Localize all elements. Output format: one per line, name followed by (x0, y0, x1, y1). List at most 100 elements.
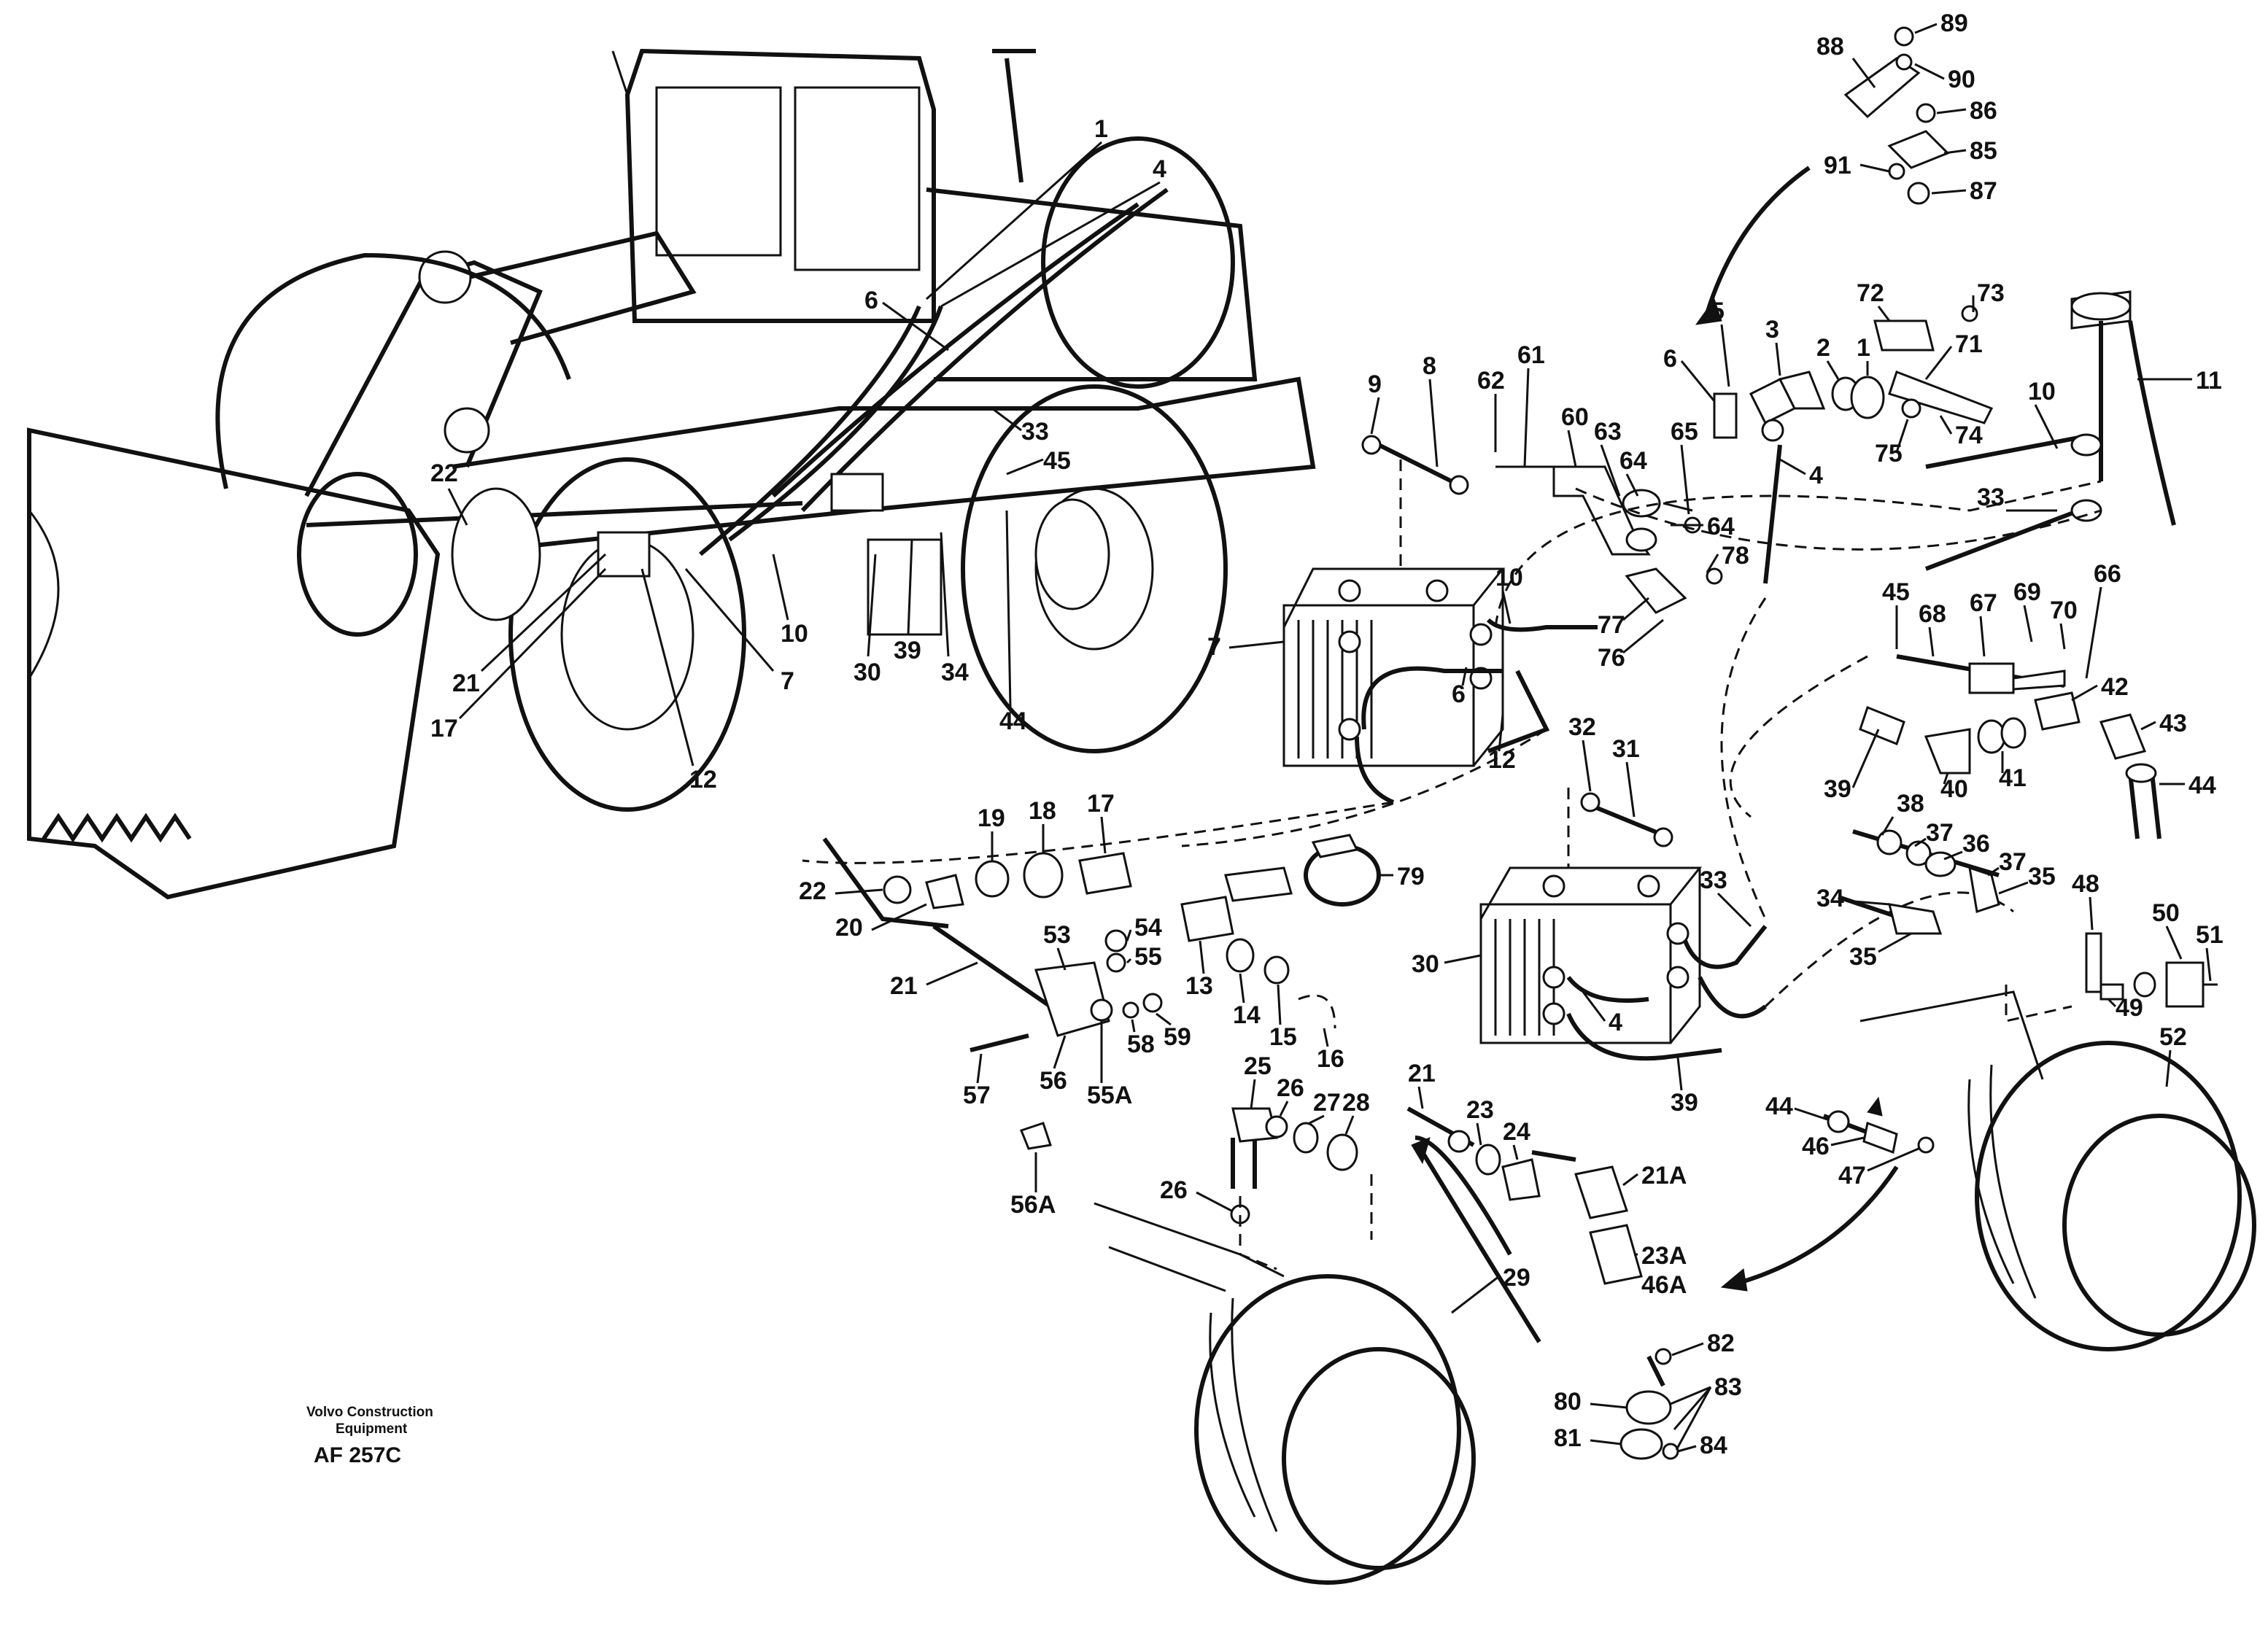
callout-39c: 39 (1671, 1089, 1698, 1117)
callout-65: 65 (1671, 418, 1698, 446)
callout-11: 11 (2196, 367, 2222, 395)
callout-33c: 33 (1700, 866, 1727, 894)
callout-74: 74 (1955, 422, 1983, 449)
callout-4c: 4 (1609, 1009, 1622, 1036)
callout-3: 3 (1765, 316, 1779, 344)
callout-21A: 21A (1641, 1162, 1687, 1189)
drawing-credit: Volvo Construction Equipment AF 257C (306, 1405, 433, 1467)
manufacturer-name: Volvo Construction (306, 1405, 433, 1420)
callout-52: 52 (2159, 1023, 2187, 1051)
callout-49: 49 (2116, 994, 2143, 1022)
callout-33b: 33 (1977, 484, 2005, 511)
callout-46A: 46A (1641, 1271, 1687, 1299)
callout-12b: 12 (1488, 746, 1516, 774)
callout-31: 31 (1612, 735, 1640, 763)
callout-44b: 44 (2188, 772, 2216, 799)
callout-21c: 21 (1408, 1060, 1436, 1087)
callout-39: 39 (894, 637, 921, 664)
callout-79: 79 (1397, 863, 1425, 890)
callout-59: 59 (1164, 1023, 1191, 1051)
callout-27: 27 (1313, 1089, 1341, 1117)
callout-35: 35 (2028, 863, 2056, 890)
callout-29: 29 (1503, 1264, 1530, 1292)
callout-30: 30 (854, 659, 881, 686)
callout-18: 18 (1029, 797, 1056, 825)
callout-22b: 22 (799, 877, 827, 905)
callout-91: 91 (1824, 152, 1851, 179)
callout-72: 72 (1857, 279, 1884, 307)
part-labels: 1 4 6 22 33 45 10 7 21 17 12 30 39 34 44… (430, 9, 2224, 1459)
manufacturer-subline: Equipment (336, 1421, 408, 1437)
callout-43: 43 (2159, 710, 2187, 737)
oil-cooler-30 (1479, 866, 1703, 1044)
callout-5: 5 (1711, 298, 1725, 325)
callout-63: 63 (1594, 418, 1622, 446)
callout-4b: 4 (1809, 462, 1823, 489)
callout-78: 78 (1722, 542, 1749, 570)
callout-34b: 34 (1816, 885, 1844, 912)
callout-46: 46 (1802, 1133, 1830, 1160)
callout-17b: 17 (1087, 790, 1115, 818)
callout-73: 73 (1977, 279, 2005, 307)
callout-75: 75 (1875, 440, 1903, 467)
callout-90: 90 (1948, 66, 1975, 93)
drawing-code: AF 257C (314, 1443, 401, 1467)
callout-7: 7 (781, 667, 794, 695)
callout-77: 77 (1598, 611, 1625, 639)
callout-21b: 21 (890, 972, 918, 1000)
callout-23: 23 (1466, 1096, 1494, 1124)
callout-47: 47 (1838, 1162, 1866, 1189)
callout-44: 44 (999, 707, 1027, 735)
callout-9: 9 (1368, 370, 1382, 398)
callout-80: 80 (1554, 1388, 1582, 1416)
callout-84: 84 (1700, 1432, 1727, 1459)
callout-28: 28 (1342, 1089, 1370, 1117)
callout-25: 25 (1244, 1052, 1272, 1080)
callout-1: 1 (1094, 115, 1108, 143)
callout-38: 38 (1897, 790, 1924, 818)
callout-10c: 10 (1495, 564, 1523, 591)
callout-55A: 55A (1087, 1082, 1132, 1109)
final-drive-left (1094, 1202, 1476, 1585)
callout-6: 6 (864, 287, 878, 314)
wheel-loader-illustration (27, 48, 1316, 900)
callout-50: 50 (2152, 899, 2180, 927)
oil-cooler-7 (1282, 567, 1506, 767)
callout-45: 45 (1043, 447, 1071, 475)
callout-87: 87 (1970, 177, 1997, 205)
callout-10: 10 (781, 620, 808, 648)
callout-17: 17 (430, 715, 458, 742)
callout-76: 76 (1598, 644, 1625, 672)
callout-26: 26 (1277, 1074, 1304, 1102)
callout-1b: 1 (1857, 334, 1870, 362)
callout-53: 53 (1043, 921, 1071, 949)
callout-36: 36 (1962, 830, 1990, 858)
callout-70: 70 (2050, 597, 2078, 624)
callout-24: 24 (1503, 1118, 1530, 1146)
callout-8: 8 (1423, 352, 1436, 380)
callout-32: 32 (1568, 713, 1596, 741)
callout-51: 51 (2196, 921, 2224, 949)
callout-15: 15 (1269, 1023, 1297, 1051)
callout-57: 57 (963, 1082, 991, 1109)
callout-67: 67 (1970, 589, 1997, 617)
callout-64: 64 (1619, 447, 1647, 475)
callout-13: 13 (1185, 972, 1213, 1000)
callout-10b: 10 (2028, 378, 2056, 405)
callout-85: 85 (1970, 137, 1997, 165)
callout-83: 83 (1714, 1373, 1742, 1401)
callout-60: 60 (1561, 403, 1589, 431)
callout-55: 55 (1134, 943, 1162, 971)
callout-82: 82 (1707, 1330, 1735, 1357)
callout-81: 81 (1554, 1424, 1582, 1452)
callout-71: 71 (1955, 330, 1983, 358)
callout-44c: 44 (1765, 1093, 1793, 1120)
callout-37b: 37 (1999, 848, 2027, 876)
callout-61: 61 (1517, 341, 1545, 369)
callout-69: 69 (2013, 578, 2041, 606)
callout-6b: 6 (1663, 345, 1677, 373)
callout-2: 2 (1816, 334, 1830, 362)
callout-6c: 6 (1452, 680, 1466, 708)
callout-56A: 56A (1010, 1191, 1056, 1219)
